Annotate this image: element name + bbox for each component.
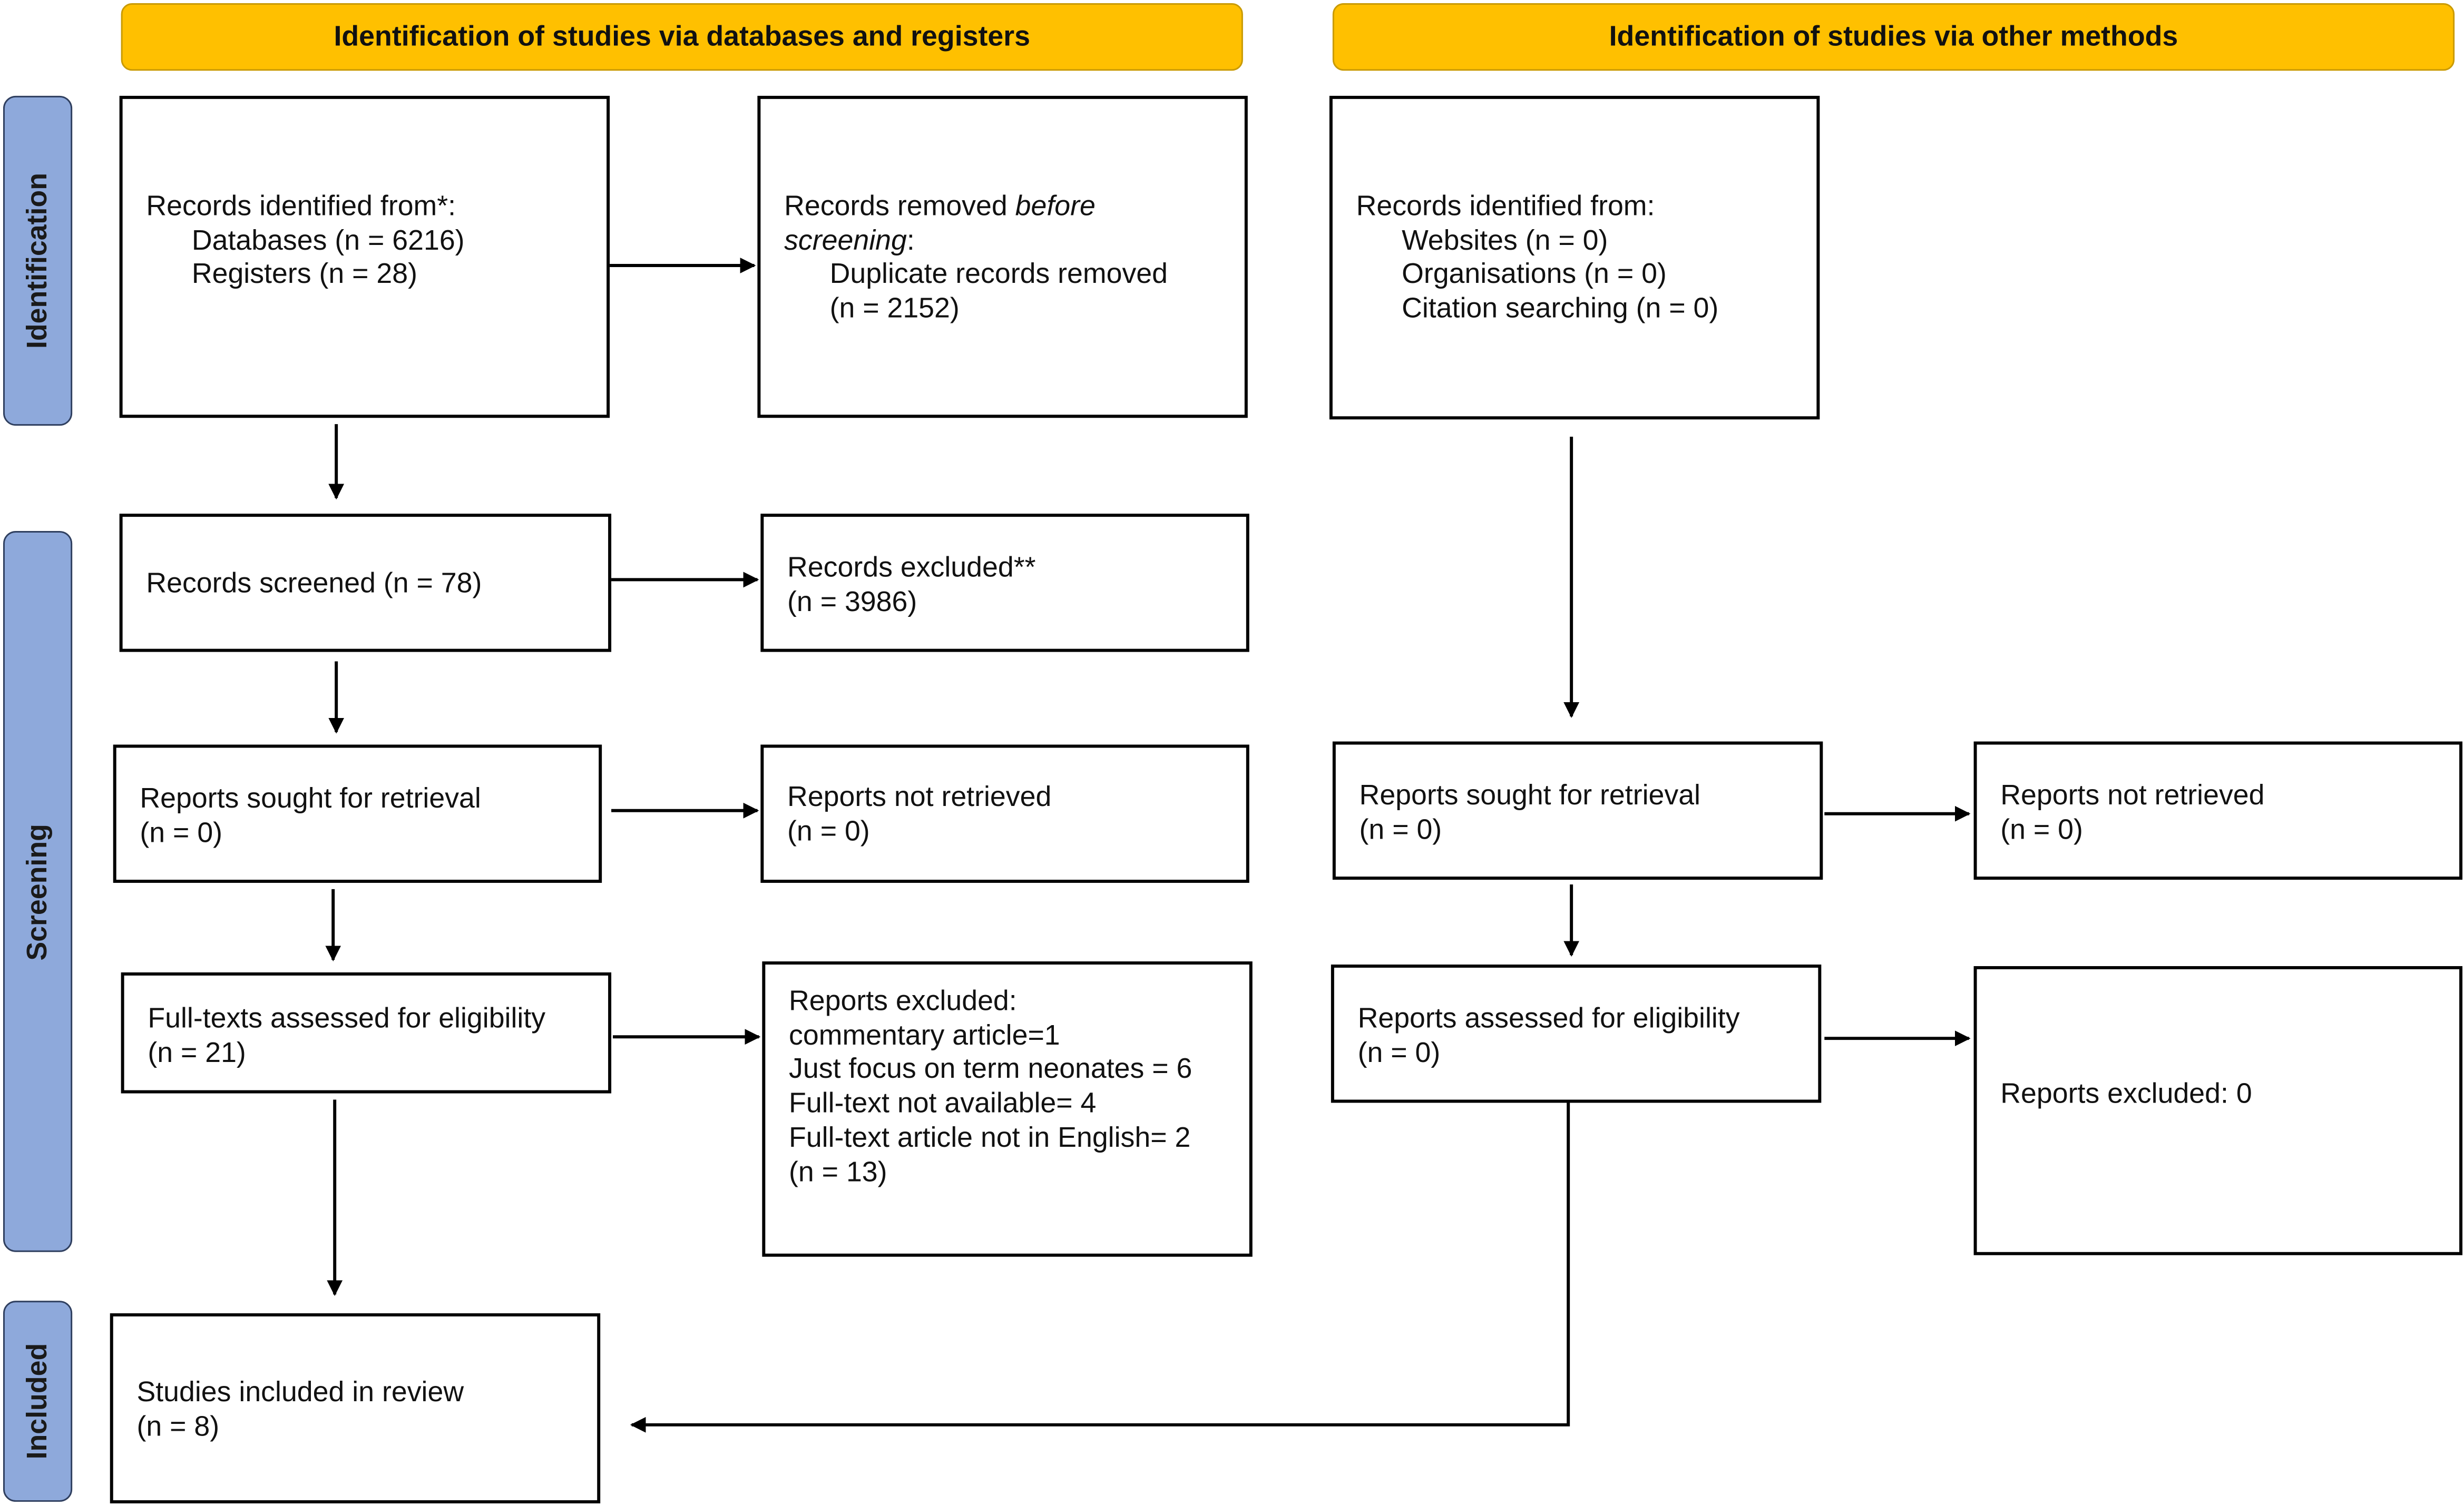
other-records-websites: Websites (n = 0) <box>1402 224 1608 256</box>
reports-excluded-line: (n = 13) <box>789 1155 887 1187</box>
records-removed-prefix: Records removed <box>784 190 1015 222</box>
records-removed-emph-screening: screening <box>784 224 907 256</box>
records-removed-colon: : <box>906 224 915 256</box>
box-reports-excluded-other: Reports excluded: 0 <box>1973 966 2463 1255</box>
other-reports-not-retrieved-count: (n = 0) <box>2000 813 2083 845</box>
box-records-identified-databases: Records identified from*: Databases (n =… <box>119 95 610 418</box>
other-reports-not-retrieved-title: Reports not retrieved <box>2000 779 2265 811</box>
phase-included: Included <box>3 1301 73 1502</box>
box-reports-not-retrieved-other: Reports not retrieved (n = 0) <box>1973 741 2463 880</box>
reports-excluded-line: Full-text not available= 4 <box>789 1087 1097 1119</box>
other-records-title: Records identified from: <box>1356 190 1655 222</box>
fulltexts-assessed-title: Full-texts assessed for eligibility <box>148 1002 546 1034</box>
records-removed-title-2: screening: <box>784 224 1235 259</box>
records-screened-text: Records screened (n = 78) <box>146 567 482 599</box>
reports-excluded-line: Full-text article not in English= 2 <box>789 1121 1191 1153</box>
header-databases-registers-text: Identification of studies via databases … <box>334 20 1030 52</box>
records-removed-emph-before: before <box>1015 190 1096 222</box>
phase-identification: Identification <box>3 95 73 426</box>
records-identified-title: Records identified from*: <box>146 190 456 222</box>
header-other-methods: Identification of studies via other meth… <box>1332 3 2455 71</box>
fulltexts-assessed-count: (n = 21) <box>148 1036 246 1068</box>
box-records-excluded: Records excluded** (n = 3986) <box>760 514 1249 652</box>
records-removed-title: Records removed before <box>784 190 1235 224</box>
header-other-methods-text: Identification of studies via other meth… <box>1609 20 2178 52</box>
other-reports-sought-count: (n = 0) <box>1359 813 1442 845</box>
reports-excluded-line: Just focus on term neonates = 6 <box>789 1053 1192 1085</box>
records-removed-duplicates: Duplicate records removed <box>829 258 1168 290</box>
phase-screening: Screening <box>3 530 73 1252</box>
box-reports-not-retrieved-databases: Reports not retrieved (n = 0) <box>760 744 1249 883</box>
header-databases-registers: Identification of studies via databases … <box>121 3 1243 71</box>
box-reports-excluded-databases: Reports excluded: commentary article=1 J… <box>762 961 1253 1257</box>
box-reports-sought-other: Reports sought for retrieval (n = 0) <box>1332 741 1823 880</box>
other-records-organisations: Organisations (n = 0) <box>1402 258 1667 290</box>
records-removed-count: (n = 2152) <box>829 292 960 324</box>
records-identified-registers: Registers (n = 28) <box>191 258 417 290</box>
studies-included-title: Studies included in review <box>136 1376 464 1408</box>
arrow-other-assessed-to-included <box>630 1103 1570 1433</box>
box-reports-sought-databases: Reports sought for retrieval (n = 0) <box>113 744 602 883</box>
box-fulltexts-assessed: Full-texts assessed for eligibility (n =… <box>121 972 612 1094</box>
reports-not-retrieved-title: Reports not retrieved <box>787 781 1052 812</box>
reports-excluded-line: commentary article=1 <box>789 1019 1060 1051</box>
reports-sought-count: (n = 0) <box>140 816 223 848</box>
other-reports-assessed-title: Reports assessed for eligibility <box>1357 1002 1740 1034</box>
box-records-removed: Records removed before screening: Duplic… <box>757 95 1248 418</box>
other-records-citation: Citation searching (n = 0) <box>1402 292 1719 324</box>
records-excluded-title: Records excluded** <box>787 551 1036 583</box>
records-excluded-count: (n = 3986) <box>787 585 917 617</box>
other-reports-sought-title: Reports sought for retrieval <box>1359 779 1701 811</box>
records-identified-databases: Databases (n = 6216) <box>191 224 465 256</box>
box-records-identified-other: Records identified from: Websites (n = 0… <box>1329 95 1820 420</box>
reports-sought-title: Reports sought for retrieval <box>140 782 481 814</box>
box-studies-included: Studies included in review (n = 8) <box>110 1313 601 1503</box>
box-records-screened: Records screened (n = 78) <box>119 514 612 652</box>
reports-excluded-line: Reports excluded: <box>789 985 1017 1017</box>
other-reports-excluded-text: Reports excluded: 0 <box>2000 1077 2252 1109</box>
other-reports-assessed-count: (n = 0) <box>1357 1036 1441 1068</box>
box-reports-assessed-other: Reports assessed for eligibility (n = 0) <box>1331 965 1822 1103</box>
studies-included-count: (n = 8) <box>136 1410 220 1442</box>
reports-not-retrieved-count: (n = 0) <box>787 814 870 847</box>
